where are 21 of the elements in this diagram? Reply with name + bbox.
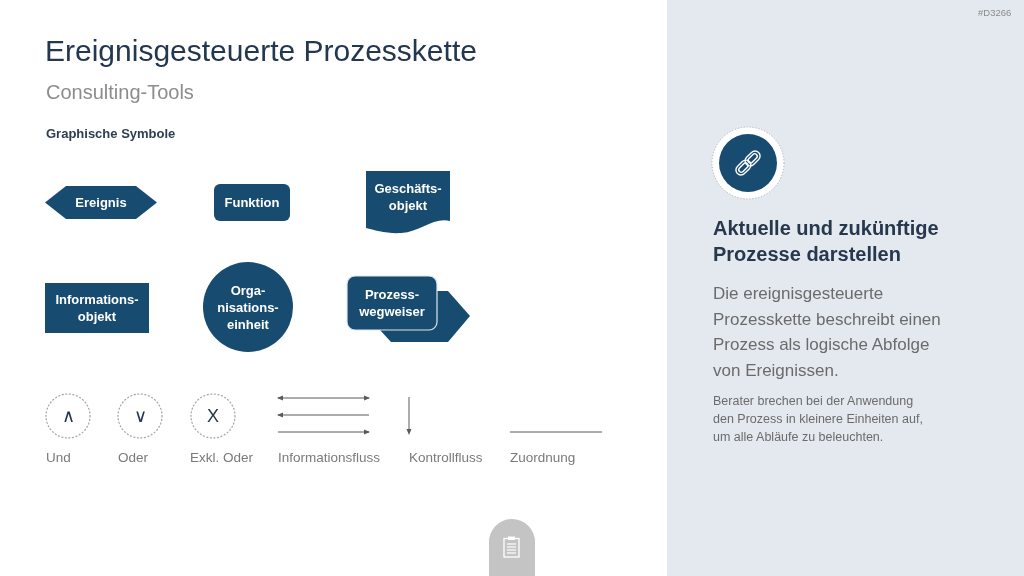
panel-heading: Aktuelle und zukünftige Prozesse darstellen [713, 216, 940, 267]
panel-text: Die ereignisgesteuerte Prozesskette beschreibt einen Prozess als logische Abfolge von Ereignissen. [713, 283, 942, 382]
legend-label: Informationsfluss [278, 450, 381, 465]
symbol-caption: Exkl. Oder [190, 450, 254, 465]
operator-circle: ∨ [117, 393, 163, 439]
section-heading: Graphische Symbole [46, 126, 176, 141]
org-unit-circle: Orga- nisations- einheit [203, 262, 293, 352]
symbol-caption: Und [46, 450, 71, 465]
panel-note: Berater brechen bei der Anwendung den Prozess in kleinere Einheiten auf, um alle Abläufe zu beleuchten. [713, 393, 924, 446]
info-object-box: Informations- objekt [45, 283, 149, 333]
legend-label: Kontrollfluss [409, 450, 483, 465]
operator-circle: X [190, 393, 236, 439]
function-box: Funktion [214, 184, 290, 221]
symbol-caption: Oder [118, 450, 148, 465]
slide-code: #D3266 [978, 7, 1012, 18]
legend-label: Zuordnung [510, 450, 576, 465]
document-shape: Geschäfts- objekt [366, 171, 450, 233]
operator-circle: ∧ [45, 393, 91, 439]
event-hexagon: Ereignis [45, 186, 157, 219]
slide-title: Ereignisgesteuerte Prozesskette [45, 34, 477, 68]
slide-subtitle: Consulting-Tools [46, 81, 194, 104]
